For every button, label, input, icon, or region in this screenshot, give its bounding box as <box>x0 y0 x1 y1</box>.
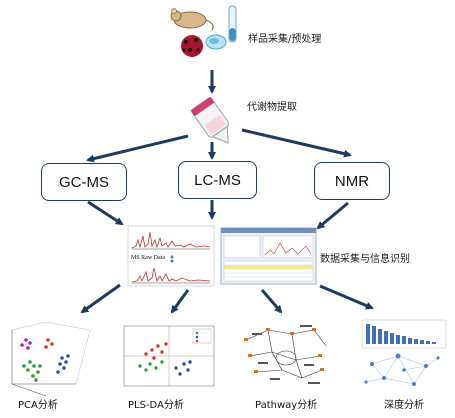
arrow-to-pca <box>80 283 121 314</box>
data-acquisition-label: 数据采集与信息识别 <box>320 254 410 265</box>
ms-panel-title: MS Raw Data <box>131 255 165 261</box>
arrow-to-pathway <box>260 289 283 314</box>
pca-plot-thumbnail <box>11 321 91 397</box>
mouse-icon <box>170 8 214 31</box>
arrow-gcms-to-data <box>87 200 124 226</box>
plsda-analysis-caption: PLS-DA分析 <box>128 400 184 411</box>
test-tube-icon <box>228 5 237 43</box>
ms-spectrum-top <box>131 231 211 249</box>
deep-analysis-thumbnail <box>361 319 447 386</box>
software-window-panel <box>220 227 317 285</box>
ms-spectrum-bottom <box>131 267 211 283</box>
arrow-to-deep <box>319 284 374 310</box>
centrifuge-tube-icon <box>190 96 230 144</box>
plsda-plot-thumbnail <box>123 325 215 387</box>
ms-raw-data-panel: MS Raw Data <box>127 225 215 287</box>
deep-analysis-caption: 深度分析 <box>384 400 424 411</box>
flow-arrows <box>80 70 374 314</box>
petri-dish-icon <box>205 34 227 50</box>
cells-icon <box>181 35 203 57</box>
arrow-to-nmr <box>241 128 352 158</box>
pathway-analysis-caption: Pathway分析 <box>255 400 318 411</box>
gc-ms-box: GC-MS <box>41 163 127 201</box>
metabolite-extraction-label: 代谢物提取 <box>247 102 297 113</box>
pathway-map-thumbnail <box>244 325 327 384</box>
arrow-nmr-to-data <box>316 201 349 230</box>
sample-prep-label: 样品采集/预处理 <box>248 34 322 45</box>
lc-ms-box: LC-MS <box>178 161 257 199</box>
pca-analysis-caption: PCA分析 <box>18 400 58 411</box>
arrow-to-gcms <box>86 134 189 163</box>
nmr-box: NMR <box>314 162 390 200</box>
arrow-to-plsda <box>170 289 190 314</box>
